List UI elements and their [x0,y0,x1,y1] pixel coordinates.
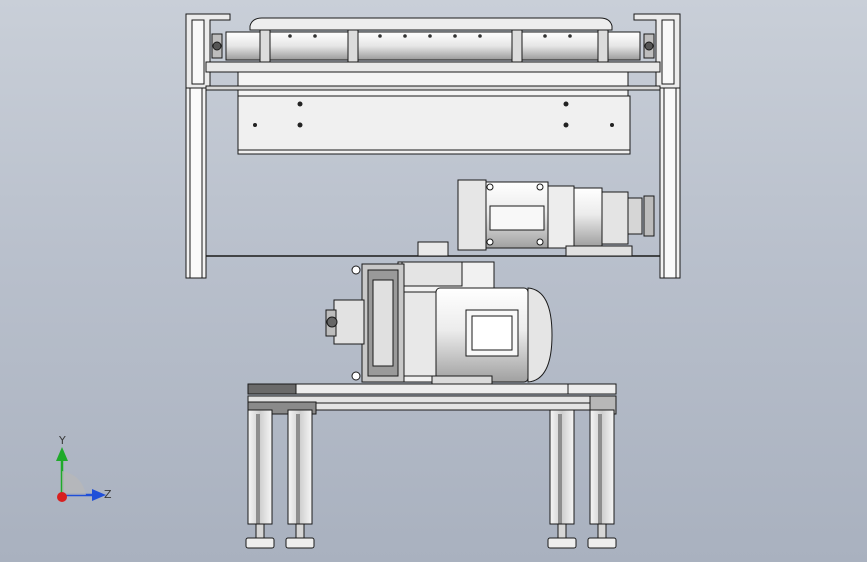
xy-plane-wedge [62,471,86,495]
foot-3 [547,537,577,549]
y-axis-label: Y [58,435,66,447]
foot-1 [245,537,275,549]
motor-end-cap [527,287,553,383]
z-arrow-head [92,489,106,501]
top-cover [249,17,613,31]
x-axis-dot [57,492,67,502]
lower-motor-assembly[interactable] [325,241,553,385]
y-arrow-head [56,447,68,461]
coupling [333,299,365,345]
z-axis-label: Z [104,488,112,501]
foot-2 [285,537,315,549]
cross-plate [205,61,661,73]
upper-gear-motor[interactable] [457,179,655,257]
foot-4 [587,537,617,549]
roller [225,31,641,61]
upper-conveyor[interactable] [185,13,681,279]
base-table[interactable] [245,383,617,549]
top-rail [247,383,617,395]
side-plate [237,95,631,155]
orientation-triad: Y Z [56,435,112,502]
